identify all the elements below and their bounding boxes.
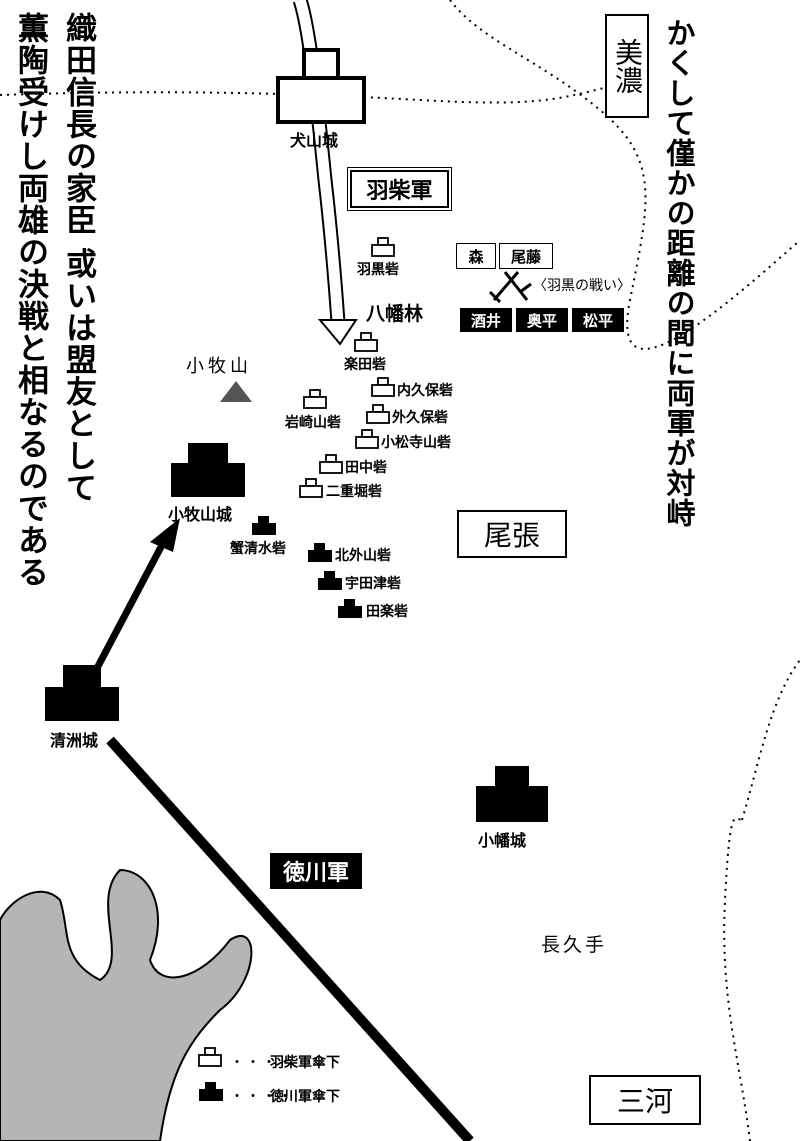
- region-mino: 美濃: [605, 14, 649, 118]
- border-mikawa: [723, 817, 751, 1141]
- legend-hashiba-icon: [198, 1047, 222, 1067]
- tokugawa-route-line: [106, 736, 474, 1141]
- hashiba-route-fill: [294, 0, 344, 323]
- mountain-komakiyama-label: 小牧山: [186, 356, 252, 377]
- castle-obata-label: 小幡城: [478, 831, 527, 850]
- bay-area: [0, 868, 253, 1141]
- legend-tokugawa-dots: ・・・・: [230, 1089, 294, 1105]
- legend-hashiba-label: 羽柴軍傘下: [270, 1055, 340, 1071]
- fort-sotokubo-label: 外久保砦: [392, 410, 448, 426]
- commander-tag-bito: 尾藤: [499, 243, 553, 269]
- fort-udatsu-label: 宇田津砦: [345, 576, 401, 592]
- castle-kiyosu-label: 清洲城: [50, 731, 99, 750]
- fort-kanishimizu-label: 蟹清水砦: [230, 541, 286, 557]
- fort-tanaka-icon: [319, 454, 343, 474]
- fort-dengaku-label: 田楽砦: [366, 604, 408, 620]
- commander-tag-mori: 森: [456, 243, 496, 269]
- tokugawa-advance-line: [91, 543, 166, 674]
- army-tokugawa-label: 徳川軍: [270, 853, 362, 889]
- castle-inuyama-label: 犬山城: [290, 131, 339, 150]
- legend-tokugawa-label: 徳川軍傘下: [270, 1089, 340, 1105]
- fort-iwasakiyama-icon: [303, 389, 327, 409]
- legend-tokugawa-icon: [199, 1082, 223, 1101]
- border-mino-north: [0, 79, 641, 104]
- fort-nijubori-label: 二重堀砦: [326, 484, 382, 500]
- fort-komatsujiyama-icon: [355, 429, 379, 449]
- fort-uchikubo-icon: [371, 377, 395, 397]
- fort-kitatoyama-icon: [308, 543, 332, 562]
- fort-uchikubo-label: 内久保砦: [397, 383, 453, 399]
- hachimanbayashi-label: 八幡林: [366, 303, 424, 325]
- fort-gakuden-icon: [354, 332, 378, 352]
- fort-haguro-label: 羽黒砦: [357, 262, 399, 278]
- castle-komakiyama-icon: [171, 443, 245, 497]
- commander-tag-matsudaira: 松平: [572, 308, 624, 332]
- army-hashiba-label: 羽柴軍: [347, 167, 452, 211]
- fort-nijubori-icon: [299, 478, 323, 498]
- battle-name-label: 〈羽黒の戦い〉: [533, 278, 631, 294]
- hashiba-route-arrowhead: [317, 319, 358, 346]
- fort-udatsu-icon: [318, 571, 342, 590]
- border-mino-east: [449, 0, 800, 350]
- commander-tag-sakai: 酒井: [460, 308, 512, 332]
- fort-kitatoyama-label: 北外山砦: [335, 548, 391, 564]
- tokugawa-advance-arrowhead: [150, 518, 180, 552]
- narration-column-2: 織田信長の家臣 或いは盟友として: [60, 12, 96, 504]
- fort-haguro-icon: [371, 237, 395, 257]
- fort-iwasakiyama-label: 岩崎山砦: [285, 415, 341, 431]
- fort-kanishimizu-icon: [252, 516, 276, 535]
- commander-tag-okudaira: 奥平: [516, 308, 568, 332]
- fort-komatsujiyama-label: 小松寺山砦: [381, 435, 451, 451]
- castle-inuyama-icon: [276, 48, 366, 124]
- legend-hashiba-dots: ・・・・: [230, 1055, 294, 1071]
- fort-dengaku-icon: [338, 599, 362, 618]
- fort-sotokubo-icon: [366, 404, 390, 424]
- place-nagakute-label: 長久手: [541, 934, 608, 956]
- region-mikawa: 三河: [589, 1075, 701, 1125]
- mountain-komakiyama-icon: [220, 381, 252, 402]
- narration-column-1: 薫陶受けし両雄の決戦と相なるのである: [12, 12, 48, 588]
- narration-column-right: かくして僅かの距離の間に両軍が対峙: [662, 18, 696, 528]
- fort-tanaka-label: 田中砦: [345, 460, 387, 476]
- castle-kiyosu-icon: [45, 665, 119, 721]
- border-east-upper: [741, 659, 800, 821]
- fort-gakuden-label: 楽田砦: [344, 357, 386, 373]
- crossed-swords-icon: [488, 271, 532, 304]
- castle-komakiyama-label: 小牧山城: [168, 505, 233, 524]
- region-owari: 尾張: [457, 510, 567, 558]
- castle-obata-icon: [476, 766, 548, 822]
